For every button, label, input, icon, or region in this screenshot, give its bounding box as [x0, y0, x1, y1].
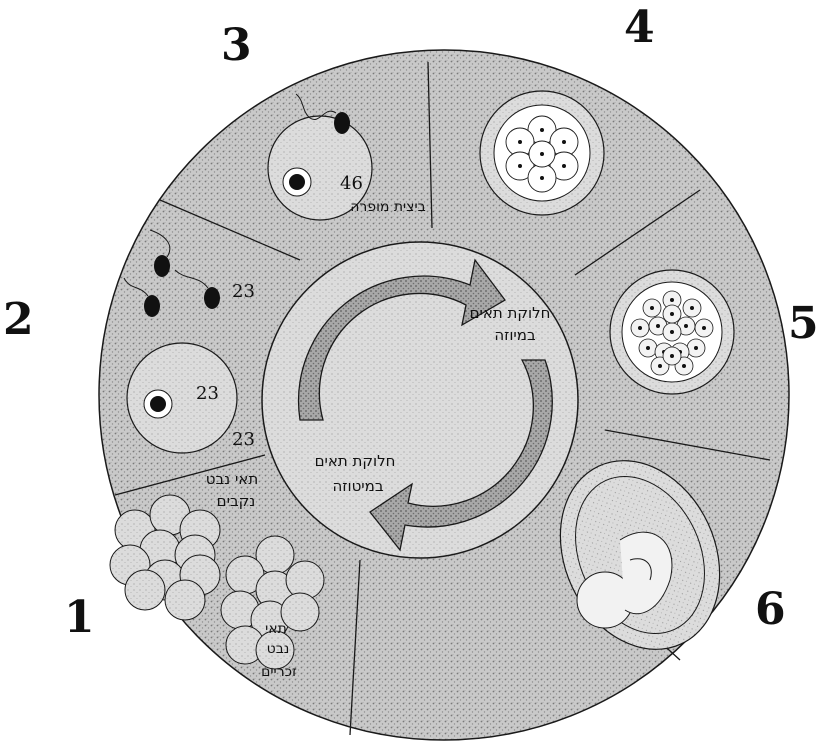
blastula-cell-nucleus: [690, 306, 694, 310]
female-cells-label-line2: נקבים: [217, 492, 256, 510]
male-cells-label-line3: זכריים: [261, 664, 297, 680]
female-cells-label-line1: תאי נבט: [206, 470, 258, 488]
egg-chromosome-count: 23: [196, 383, 219, 404]
meiosis-label-line1: חלוקת תאים: [470, 304, 551, 322]
male-cells-label-line1: תאי: [265, 621, 287, 637]
female-germ-cell: [165, 580, 205, 620]
sperm-chromosome-count: 23: [232, 281, 255, 302]
lower-chromosome-count: 23: [232, 429, 255, 450]
stage-number-5: 5: [788, 298, 819, 349]
mitosis-label-line1: חלוקת תאים: [315, 452, 396, 470]
mitosis-label-line2: במיטוזה: [332, 477, 383, 495]
egg-cell-icon: [127, 343, 237, 453]
blastula-cell-nucleus: [684, 324, 688, 328]
female-germ-cell: [125, 570, 165, 610]
blastula-cell-nucleus: [670, 298, 674, 302]
stage-number-1: 1: [64, 592, 95, 643]
stage-number-6: 6: [755, 584, 786, 635]
blastula-cell-nucleus: [646, 346, 650, 350]
morula-icon: [480, 91, 604, 215]
female-germ-cells: [110, 495, 220, 620]
blastula-cell-nucleus: [670, 312, 674, 316]
stage-number-2: 2: [3, 294, 34, 345]
blastula-cell-nucleus: [658, 364, 662, 368]
zygote-chromosome-count: 46: [340, 173, 363, 194]
blastula-cell-nucleus: [638, 326, 642, 330]
stage-number-3: 3: [221, 20, 252, 71]
fertilized-egg-label: ביצית מופרה: [350, 199, 425, 215]
blastula-cell-nucleus: [650, 306, 654, 310]
male-cells-label-line2: נבט: [267, 641, 290, 657]
blastula-cell-nucleus: [694, 346, 698, 350]
blastula-cell-nucleus: [682, 364, 686, 368]
meiosis-label-line2: במיוזה: [494, 326, 536, 344]
blastula-icon: [610, 270, 734, 394]
blastula-cell-nucleus: [656, 324, 660, 328]
stage-number-4: 4: [624, 2, 655, 53]
blastula-cell-nucleus: [670, 330, 674, 334]
blastula-cell-nucleus: [670, 354, 674, 358]
blastula-cell-nucleus: [702, 326, 706, 330]
